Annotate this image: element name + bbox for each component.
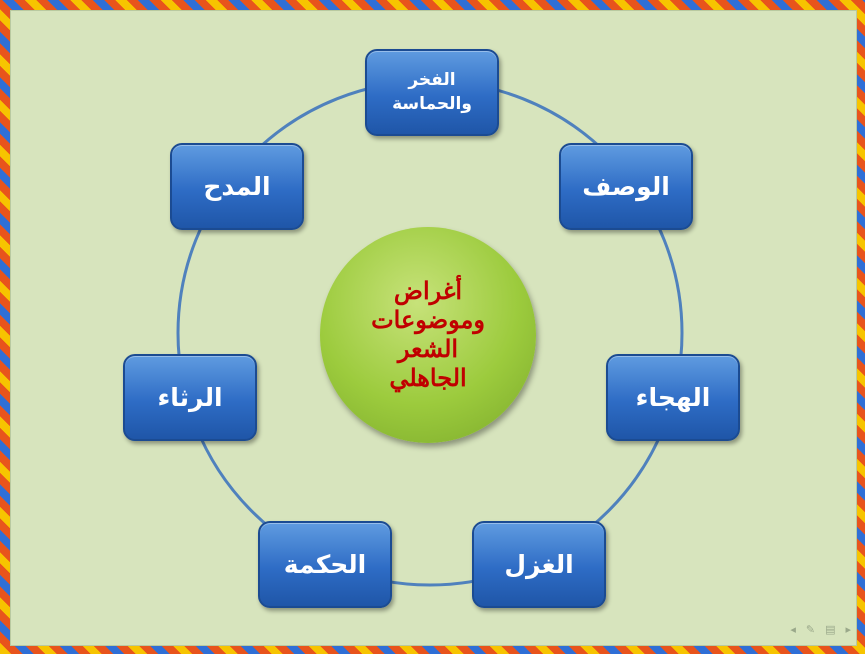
node-wisdom: الحكمة: [258, 521, 392, 608]
node-praise: المدح: [170, 143, 304, 230]
node-love-label: الغزل: [504, 549, 574, 579]
node-description: الوصف: [559, 143, 693, 230]
next-slide-icon[interactable]: ▸: [845, 623, 851, 636]
node-satire-label: الهجاء: [635, 382, 711, 412]
menu-icon[interactable]: ▤: [825, 623, 836, 636]
node-love: الغزل: [472, 521, 606, 608]
center-topic-label: أغراض وموضوعات الشعر الجاهلي: [371, 276, 485, 392]
node-wisdom-label: الحكمة: [283, 549, 367, 579]
slide-nav-controls: ◂ ✎ ▤ ▸: [790, 623, 851, 636]
center-topic-circle: أغراض وموضوعات الشعر الجاهلي: [320, 227, 536, 443]
node-elegy-label: الرثاء: [157, 382, 223, 412]
node-praise-label: المدح: [203, 171, 271, 201]
node-description-label: الوصف: [582, 171, 670, 201]
node-pride: الفخر والحماسة: [365, 49, 499, 136]
node-satire: الهجاء: [606, 354, 740, 441]
node-pride-label: الفخر والحماسة: [392, 69, 472, 114]
pen-icon[interactable]: ✎: [805, 623, 816, 636]
node-elegy: الرثاء: [123, 354, 257, 441]
prev-slide-icon[interactable]: ◂: [790, 623, 796, 636]
